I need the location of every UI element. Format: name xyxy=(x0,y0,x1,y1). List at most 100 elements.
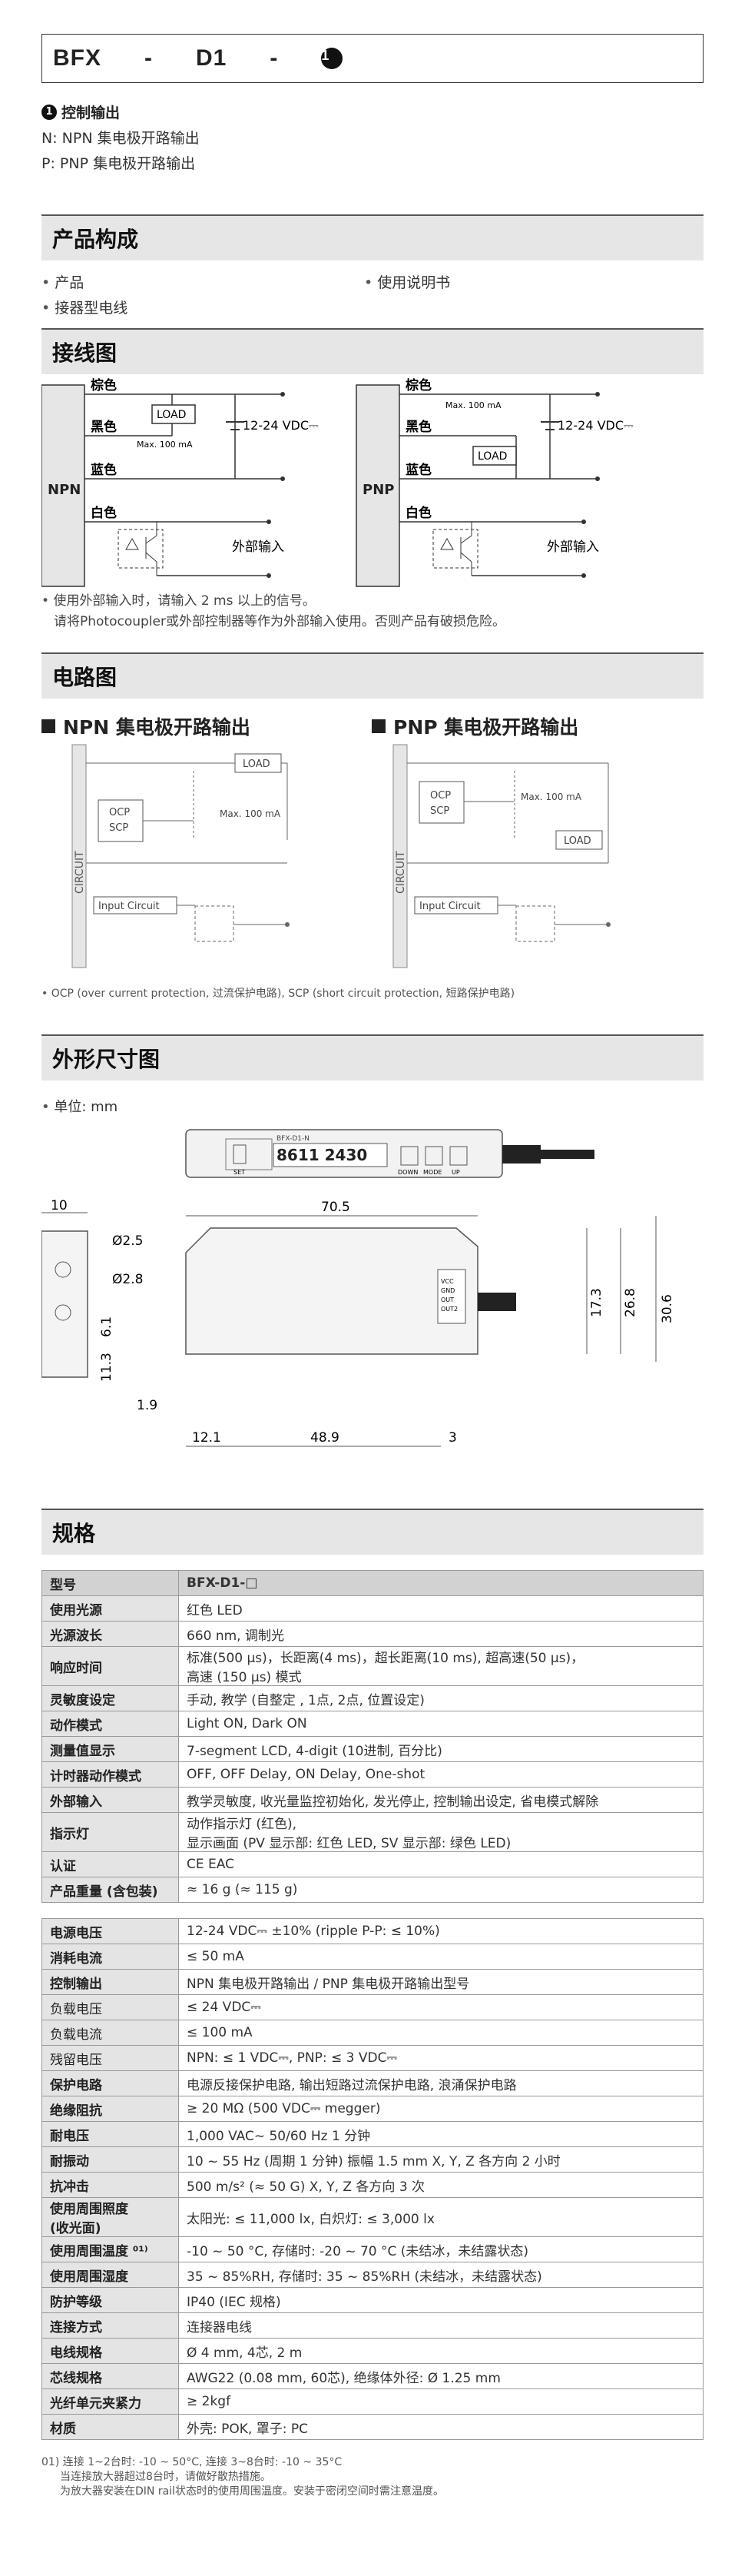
device-model-label: BFX-D1-N xyxy=(276,1135,310,1143)
spec-row: 保护电路电源反接保护电路, 输出短路过流保护电路, 浪涌保护电路 xyxy=(41,2070,704,2096)
spec-key: 负载电流 xyxy=(41,2020,179,2046)
spec-value: 教学灵敏度, 收光量监控初始化, 发光停止, 控制输出设定, 省电模式解除 xyxy=(178,1787,704,1813)
spec-key: 指示灯 xyxy=(41,1812,179,1852)
dim-306: 30.6 xyxy=(660,1294,675,1323)
spec-value: ≤ 50 mA xyxy=(178,1944,704,1970)
spec-value: ≤ 100 mA xyxy=(178,2020,704,2046)
spec-key: 使用周围照度(收光面) xyxy=(41,2197,179,2237)
dim-10: 10 xyxy=(51,1198,68,1213)
spec-value: ≥ 20 MΩ (500 VDC⎓ megger) xyxy=(178,2096,704,2122)
spec-row: 响应时间标准(500 μs)，长距离(4 ms)，超长距离(10 ms), 超高… xyxy=(41,1646,704,1686)
wire-out2: OUT2 xyxy=(441,1306,458,1313)
spec-value: 手动, 教学 (自整定 , 1点, 2点, 位置设定) xyxy=(178,1685,704,1711)
spec-value: 外壳: POK, 罩子: PC xyxy=(178,2414,704,2440)
pnp-circuit-max: Max. 100 mA xyxy=(521,792,582,802)
dim-705: 70.5 xyxy=(321,1200,350,1215)
npn-vdc: 12-24 VDC⎓ xyxy=(243,418,319,433)
npn-max-current: Max. 100 mA xyxy=(137,440,193,450)
npn-circuit-label: CIRCUIT xyxy=(74,851,86,894)
npn-blue-label: 蓝色 xyxy=(91,462,117,478)
wire-gnd: GND xyxy=(441,1287,455,1294)
spec-value: 660 nm, 调制光 xyxy=(178,1621,704,1647)
pnp-white-label: 白色 xyxy=(406,505,432,521)
pnp-vdc: 12-24 VDC⎓ xyxy=(558,418,634,433)
spec-value: 电源反接保护电路, 输出短路过流保护电路, 浪涌保护电路 xyxy=(178,2070,704,2096)
lcd-display: 8611 2430 xyxy=(276,1146,367,1164)
npn-circuit: CIRCUIT LOAD OCP SCP Max. 100 mA Input C… xyxy=(71,744,290,968)
dim-61: 6.1 xyxy=(99,1316,114,1337)
pnp-circuit: CIRCUIT OCP SCP Max. 100 mA LOAD Input C… xyxy=(392,744,611,968)
spec-row: 光纤单元夹紧力≥ 2kgf xyxy=(41,2388,704,2415)
spec-value: NPN: ≤ 1 VDC⎓, PNP: ≤ 3 VDC⎓ xyxy=(178,2045,704,2071)
spec-value: OFF, OFF Delay, ON Delay, One-shot xyxy=(178,1761,704,1788)
spec-key: 电线规格 xyxy=(41,2338,179,2364)
top-view: 8611 2430 BFX-D1-N SET DOWN MODE UP xyxy=(185,1129,594,1178)
spec-value: 7-segment LCD, 4-digit (10进制, 百分比) xyxy=(178,1736,704,1762)
spec-key: 残留电压 xyxy=(41,2045,179,2071)
npn-input-circuit: Input Circuit xyxy=(98,901,160,912)
spec-value: 标准(500 μs)，长距离(4 ms)，超长距离(10 ms), 超高速(50… xyxy=(178,1646,704,1686)
spec-key: 消耗电流 xyxy=(41,1944,179,1970)
spec-key: 材质 xyxy=(41,2414,179,2440)
circuit-header: 电路图 xyxy=(41,652,704,699)
spec-key: 型号 xyxy=(41,1570,179,1596)
spec-key: 绝缘阻抗 xyxy=(41,2096,179,2122)
spec-key: 使用光源 xyxy=(41,1595,179,1622)
option-npn-line: N: NPN 集电极开路输出 xyxy=(41,130,200,147)
option-title-text: 控制输出 xyxy=(61,105,121,121)
spec-value: 1,000 VAC∼ 50/60 Hz 1 分钟 xyxy=(178,2121,704,2147)
set-button-label: SET xyxy=(233,1169,245,1176)
pnp-ocp: OCP xyxy=(430,790,451,802)
spec-row: 外部输入教学灵敏度, 收光量监控初始化, 发光停止, 控制输出设定, 省电模式解… xyxy=(41,1787,704,1813)
wiring-note-2: 请将Photocoupler或外部控制器等作为外部输入使用。否则产品有破损危险。 xyxy=(54,614,505,629)
dim-19: 1.9 xyxy=(137,1398,157,1413)
option-number-badge: 1 xyxy=(321,48,343,69)
up-button-label: UP xyxy=(452,1169,460,1176)
spec-key: 芯线规格 xyxy=(41,2363,179,2389)
option-title: 1 控制输出 xyxy=(41,101,704,122)
dim-3: 3 xyxy=(449,1430,457,1446)
spec-key: 光纤单元夹紧力 xyxy=(41,2388,179,2415)
spec-key: 使用周围温度 ⁰¹⁾ xyxy=(41,2236,179,2262)
spec-value: ≈ 16 g (≈ 115 g) xyxy=(178,1877,704,1903)
spec-key: 防护等级 xyxy=(41,2287,179,2313)
pnp-blue-label: 蓝色 xyxy=(406,462,432,478)
spec-row: 产品重量 (含包装)≈ 16 g (≈ 115 g) xyxy=(41,1877,704,1903)
spec-key: 控制输出 xyxy=(41,1969,179,1995)
spec-value: AWG22 (0.08 mm, 60芯), 绝缘体外径: Ø 1.25 mm xyxy=(178,2363,704,2389)
footnote-3: 为放大器安装在DIN rail状态时的使用周围温度。安装于密闭空间时需注意温度。 xyxy=(60,2485,444,2498)
option-pnp-line: P: PNP 集电极开路输出 xyxy=(41,155,196,172)
pnp-load-label: LOAD xyxy=(478,450,507,463)
npn-ocp: OCP xyxy=(109,807,130,818)
footnote-1: 01) 连接 1~2台时: -10 ~ 50°C, 连接 3~8台时: -10 … xyxy=(41,2456,343,2468)
down-button-label: DOWN xyxy=(398,1169,418,1176)
composition-item: 使用说明书 xyxy=(364,271,450,292)
npn-circuit-max: Max. 100 mA xyxy=(220,808,281,819)
npn-white-label: 白色 xyxy=(91,505,117,521)
circuit-note: OCP (over current protection, 过流保护电路), S… xyxy=(41,985,704,1001)
wiring-note-1: 使用外部输入时，请输入 2 ms 以上的信号。 xyxy=(41,589,704,609)
dim-173: 17.3 xyxy=(589,1288,604,1317)
npn-circuit-title: NPN 集电极开路输出 xyxy=(41,712,372,740)
specs-header: 规格 xyxy=(41,1509,704,1555)
spec-key: 光源波长 xyxy=(41,1621,179,1647)
pnp-max-current: Max. 100 mA xyxy=(445,400,502,410)
unit-note: 单位: mm xyxy=(41,1096,704,1116)
spec-row: 负载电流≤ 100 mA xyxy=(41,2020,704,2046)
spec-key: 动作模式 xyxy=(41,1711,179,1737)
wiring-diagram-svg: NPN 棕色 黑色 蓝色 白色 LOAD Max. 100 mA 12-24 V… xyxy=(41,377,634,587)
front-view: 70.5 VCC GND OUT OUT2 17.3 26.8 30.6 1.9… xyxy=(137,1200,675,1447)
spec-key: 耐振动 xyxy=(41,2146,179,2173)
npn-circuit-load: LOAD xyxy=(243,759,270,770)
composition-item: 接器型电线 xyxy=(41,297,364,317)
